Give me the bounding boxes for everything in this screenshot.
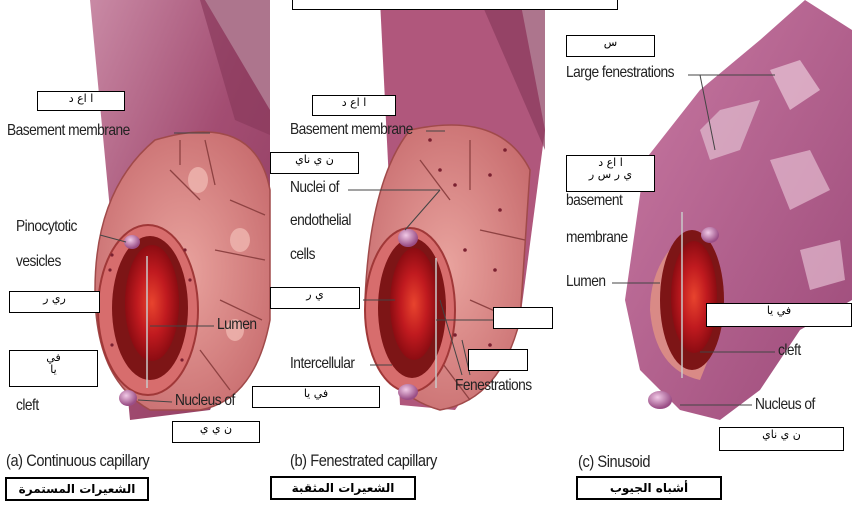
panel-a-pinocytotic-label-1: Pinocytotic [16,218,77,236]
panel-c-basement-box: ا اع د ي ر س ر [566,155,655,192]
panel-b-arabic-caption: الشعيرات المثقبة [270,476,416,500]
panel-a-nucleus-box: ن ي ي [172,421,260,443]
panel-c-large-fenestrations-label: Large fenestrations [566,64,674,82]
panel-a-cleft-label: cleft [16,397,39,415]
panel-a-caption: (a) Continuous capillary [6,451,149,471]
panel-b-nuclei-box: ن ي ناي [270,152,359,174]
panel-c-lumen-label: Lumen [566,273,606,291]
panel-a-cleft-box: في يا [9,350,98,387]
panel-b-caption: (b) Fenestrated capillary [290,451,437,471]
panel-c-vessel [612,0,852,420]
panel-b-nuclei-label-1: Nuclei of [290,179,339,197]
panel-a-nucleus-label: Nucleus of [175,392,235,410]
panel-b-nuclei-label-3: cells [290,246,315,264]
panel-c-nucleus-box: ن ي ناي [719,427,844,451]
panel-c-cleft-label: cleft [778,342,801,360]
panel-b-nuclei-label-2: endothelial [290,212,351,230]
panel-a-basement-box: ا اع د [37,91,125,111]
panel-a-vessel [90,0,270,420]
panel-b-intercellular-label: Intercellular [290,355,354,373]
panel-a-basement-label: Basement membrane [7,122,130,140]
panel-a-arabic-caption: الشعيرات المستمرة [5,477,149,501]
panel-c-cleft-box: في يا [706,303,852,327]
panel-c-caption: (c) Sinusoid [578,452,650,472]
panel-b-basement-box: ا اع د [312,95,396,116]
panel-c-nucleus-label: Nucleus of [755,396,815,414]
panel-a-pinocytotic-box: ري ر [9,291,100,313]
panel-a-lumen-label: Lumen [217,316,257,334]
top-box [292,0,618,10]
panel-b-fenestrations-label: Fenestrations [455,377,532,395]
panel-b-fenestration-box-2 [468,349,528,371]
panel-b-cleft-box: في يا [252,386,380,408]
panel-c-basement-label-1: basement [566,192,622,210]
panel-c-large-fenestrations-box: س [566,35,655,57]
panel-b-basement-label: Basement membrane [290,121,413,139]
panel-b-fenestration-box-1 [493,307,553,329]
panel-b-pinocytotic-box: ي ر [270,287,360,309]
panel-c-arabic-caption: أشباه الجيوب [576,476,722,500]
panel-a-pinocytotic-label-2: vesicles [16,253,61,271]
panel-c-basement-label-2: membrane [566,229,628,247]
